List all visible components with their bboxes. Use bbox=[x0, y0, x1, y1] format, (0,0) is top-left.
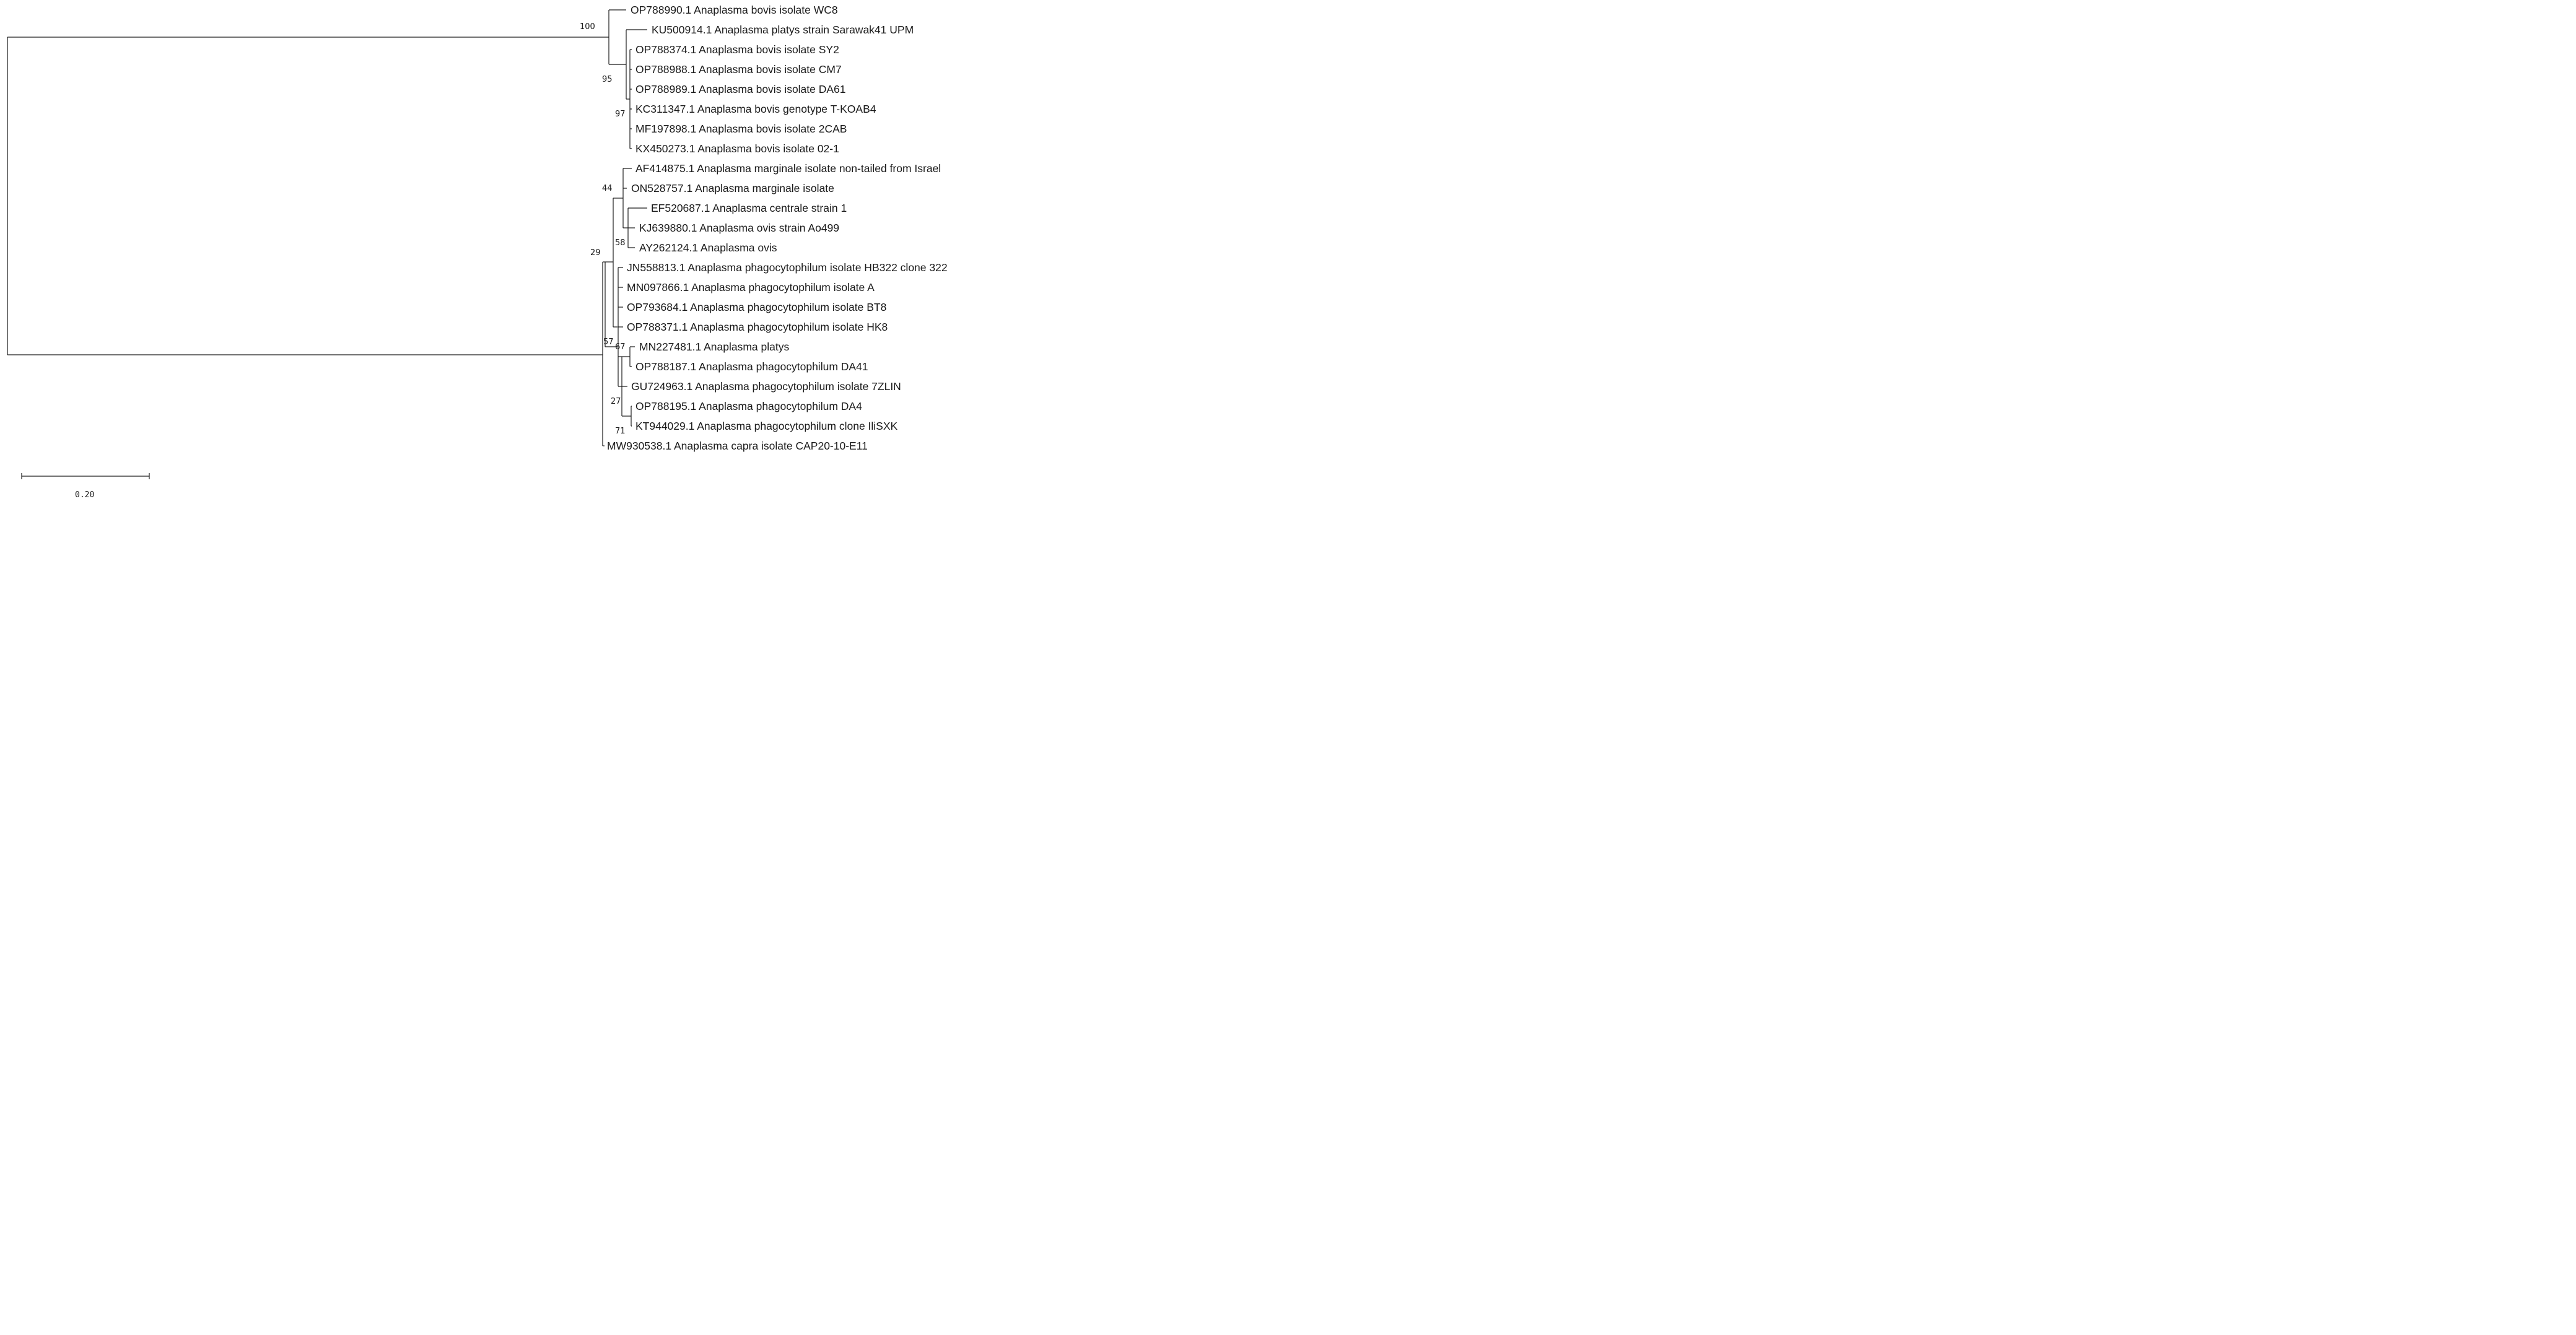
leaf-label: OP788195.1 Anaplasma phagocytophilum DA4 bbox=[635, 400, 862, 412]
bootstrap-value: 29 bbox=[590, 248, 601, 258]
bootstrap-value: 44 bbox=[602, 184, 613, 193]
leaf-label: MN097866.1 Anaplasma phagocytophilum iso… bbox=[627, 281, 875, 294]
leaf-label: KU500914.1 Anaplasma platys strain Saraw… bbox=[652, 24, 914, 36]
leaf-label: JN558813.1 Anaplasma phagocytophilum iso… bbox=[627, 261, 948, 274]
leaf-label: KJ639880.1 Anaplasma ovis strain Ao499 bbox=[639, 222, 839, 234]
leaf-label: MF197898.1 Anaplasma bovis isolate 2CAB bbox=[635, 123, 847, 135]
leaf-label: OP788988.1 Anaplasma bovis isolate CM7 bbox=[635, 63, 842, 76]
leaf-label: OP788371.1 Anaplasma phagocytophilum iso… bbox=[627, 321, 888, 333]
leaf-label: OP788989.1 Anaplasma bovis isolate DA61 bbox=[635, 83, 846, 95]
bootstrap-value: 100 bbox=[580, 22, 595, 32]
leaf-label: KC311347.1 Anaplasma bovis genotype T-KO… bbox=[635, 103, 876, 115]
tree-branches bbox=[7, 9, 647, 446]
bootstrap-values: 100 95 97 44 58 29 57 67 27 71 bbox=[580, 22, 626, 436]
leaf-label: AF414875.1 Anaplasma marginale isolate n… bbox=[635, 162, 941, 175]
leaf-label: MW930538.1 Anaplasma capra isolate CAP20… bbox=[607, 440, 868, 452]
leaf-label: EF520687.1 Anaplasma centrale strain 1 bbox=[651, 202, 847, 214]
leaf-label: OP788187.1 Anaplasma phagocytophilum DA4… bbox=[635, 360, 868, 373]
bootstrap-value: 95 bbox=[602, 75, 613, 84]
bootstrap-value: 27 bbox=[611, 397, 621, 406]
phylogenetic-tree: OP788990.1 Anaplasma bovis isolate WC8 K… bbox=[7, 4, 948, 500]
bootstrap-value: 71 bbox=[615, 427, 626, 436]
bootstrap-value: 67 bbox=[615, 342, 626, 352]
leaf-label: ON528757.1 Anaplasma marginale isolate bbox=[631, 182, 834, 194]
leaf-labels: OP788990.1 Anaplasma bovis isolate WC8 K… bbox=[607, 4, 948, 452]
leaf-label: OP788374.1 Anaplasma bovis isolate SY2 bbox=[635, 43, 839, 56]
scale-bar: 0.20 bbox=[21, 473, 150, 500]
bootstrap-value: 97 bbox=[615, 110, 626, 119]
scale-bar-label: 0.20 bbox=[75, 490, 94, 500]
bootstrap-value: 58 bbox=[615, 238, 626, 248]
leaf-label: MN227481.1 Anaplasma platys bbox=[639, 341, 789, 353]
leaf-label: OP793684.1 Anaplasma phagocytophilum iso… bbox=[627, 301, 886, 313]
bootstrap-value: 57 bbox=[603, 337, 614, 347]
leaf-label: KT944029.1 Anaplasma phagocytophilum clo… bbox=[635, 420, 898, 432]
leaf-label: OP788990.1 Anaplasma bovis isolate WC8 bbox=[631, 4, 838, 16]
leaf-label: AY262124.1 Anaplasma ovis bbox=[639, 241, 777, 254]
leaf-label: GU724963.1 Anaplasma phagocytophilum iso… bbox=[631, 380, 901, 393]
leaf-label: KX450273.1 Anaplasma bovis isolate 02-1 bbox=[635, 142, 839, 155]
